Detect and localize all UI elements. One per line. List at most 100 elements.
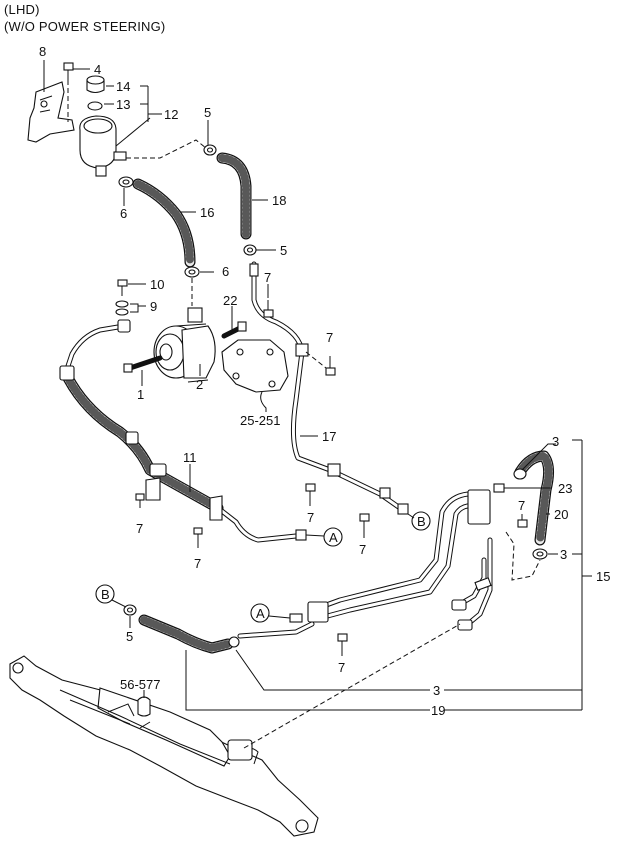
bolt-4: [63, 62, 74, 80]
label-11: 11: [183, 450, 197, 465]
bracket-19: [185, 650, 583, 711]
label-7c: 7: [264, 270, 271, 285]
pipe-connector-a: [289, 613, 303, 623]
label-7g: 7: [518, 498, 525, 513]
marker-a-leader-1: [305, 534, 325, 537]
leader-25-251: [260, 391, 267, 412]
bolt-1: [123, 355, 163, 373]
dash-7d: [305, 351, 327, 369]
label-1: 1: [137, 387, 144, 402]
clamp-3c: [228, 636, 240, 648]
label-22: 22: [223, 293, 237, 308]
label-7f: 7: [359, 542, 366, 557]
label-3b: 3: [560, 547, 567, 562]
label-8: 8: [39, 44, 46, 59]
label-7a: 7: [136, 521, 143, 536]
bolt-10: [117, 279, 128, 296]
label-4: 4: [94, 62, 101, 77]
hose-20: [514, 450, 555, 546]
clamp-5a: [203, 144, 217, 156]
label-marker-b-2: B: [101, 587, 110, 602]
callout-labels: 8 4 14 13 12 5 6 16 18 5 6 7 10 9 22 7 1…: [39, 44, 610, 718]
hose-16: [132, 178, 196, 268]
label-marker-b-1: B: [417, 514, 426, 529]
return-pipe-17: [249, 261, 409, 515]
steering-gear-box: [9, 655, 319, 837]
label-6b: 6: [222, 264, 229, 279]
bracket-15: [572, 439, 592, 690]
washers-9: [115, 300, 129, 316]
bolt-7b: [193, 527, 203, 548]
clamp-6b: [184, 266, 200, 278]
label-9: 9: [150, 299, 157, 314]
hose-19: [138, 614, 234, 654]
label-3c: 3: [433, 683, 440, 698]
dash-rack: [243, 623, 461, 749]
label-17: 17: [322, 429, 336, 444]
pump-bracket: [221, 339, 289, 393]
bolt-7e: [305, 483, 316, 506]
header-wo-power-steering: (W/O POWER STEERING): [4, 19, 166, 34]
hose-18: [216, 152, 252, 240]
clamp-5c: [123, 604, 137, 616]
label-10: 10: [150, 277, 164, 292]
leaders-13-14: [104, 85, 114, 105]
dash-20: [505, 531, 541, 581]
label-5b: 5: [280, 243, 287, 258]
label-13: 13: [116, 97, 130, 112]
label-18: 18: [272, 193, 286, 208]
clamp-5b: [243, 244, 257, 256]
bolt-7d: [325, 356, 336, 376]
dash-return: [126, 139, 207, 159]
label-19: 19: [431, 703, 445, 718]
power-steering-pump: [153, 307, 216, 383]
clamp-6a: [118, 176, 134, 188]
label-5a: 5: [204, 105, 211, 120]
marker-a-circle-1: [323, 527, 343, 547]
bolt-7c: [263, 300, 274, 318]
label-7e: 7: [307, 510, 314, 525]
marker-b-circle-2: [95, 584, 115, 604]
leader-12: [115, 117, 151, 147]
label-15: 15: [596, 569, 610, 584]
label-20: 20: [554, 507, 568, 522]
leader-3a: [521, 443, 556, 471]
label-16: 16: [200, 205, 214, 220]
clamp-3a: [513, 468, 527, 480]
label-7b: 7: [194, 556, 201, 571]
reservoir-cap-14: [86, 75, 105, 94]
ref-56-577-part: [137, 696, 151, 717]
bolt-23: [493, 483, 505, 493]
bolt-7a: [135, 493, 145, 508]
label-marker-a-1: A: [329, 530, 338, 545]
leader-9: [130, 303, 146, 313]
marker-a-leader-2: [268, 615, 291, 619]
rack-pipes-15: [307, 489, 493, 631]
bracket-12: [140, 85, 162, 122]
label-7d: 7: [326, 330, 333, 345]
label-6a: 6: [120, 206, 127, 221]
header-lhd: (LHD): [4, 2, 40, 17]
bracket-hose-11a: [145, 477, 161, 501]
label-2: 2: [196, 377, 203, 392]
marker-b-circle-1: [411, 511, 431, 531]
bolt-22: [221, 321, 247, 339]
clamp-3b: [532, 548, 548, 560]
bolt-7f: [359, 513, 370, 538]
marker-a-circle-2: [250, 603, 270, 623]
o-ring-13: [87, 101, 103, 111]
marker-b-leader-1: [407, 513, 415, 519]
leader-3c: [235, 649, 582, 691]
bolt-7g: [517, 514, 528, 528]
label-5c: 5: [126, 629, 133, 644]
label-14: 14: [116, 79, 130, 94]
pipe-to-clamp: [237, 621, 315, 639]
bolt-7h: [337, 633, 348, 656]
reservoir-bracket: [27, 81, 75, 143]
label-marker-a-2: A: [256, 606, 265, 621]
label-3a: 3: [552, 434, 559, 449]
label-56-577: 56-577: [120, 677, 160, 692]
pressure-hose-11: [59, 319, 307, 543]
label-7h: 7: [338, 660, 345, 675]
